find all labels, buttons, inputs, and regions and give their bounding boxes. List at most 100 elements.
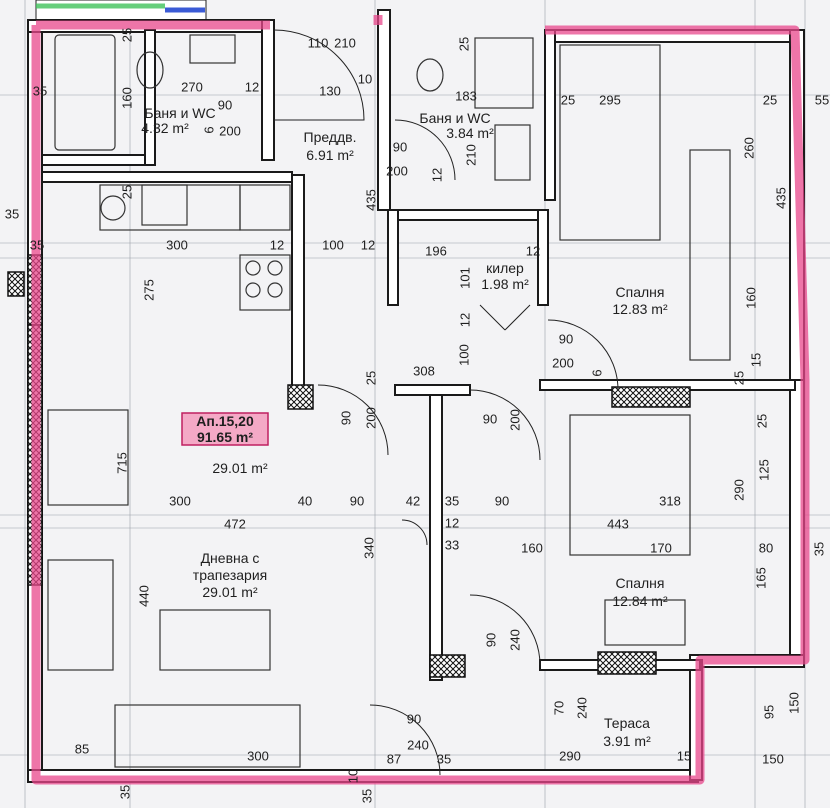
bath1-name: Баня и WC [144,105,215,121]
dimension-label: 25 [119,28,134,42]
dimension-label: 87 [387,751,401,766]
dimension-label: 12 [457,313,472,327]
dimension-label: 55 [815,92,829,107]
dimension-label: 90 [483,633,498,647]
dimension-label: 12 [245,79,259,94]
dimension-label: 318 [659,493,681,508]
dimension-label: 90 [483,411,497,426]
dimension-label: 290 [731,479,746,501]
dimension-label: 90 [350,493,364,508]
dimension-label: 95 [761,705,776,719]
dimension-label: 210 [334,35,356,50]
dimension-label: 12 [445,515,459,530]
furniture [47,34,731,768]
dimension-label: 715 [114,452,129,474]
dimension-label: 435 [363,189,378,211]
dimension-label: 200 [219,123,241,138]
dimension-label: 260 [741,137,756,159]
dimension-label: 35 [117,785,132,799]
dimension-label: 15 [748,353,763,367]
dimension-label: 165 [753,567,768,589]
living-area: 29.01 m² [202,584,258,600]
hall-area: 6.91 m² [306,147,354,163]
dimension-label: 300 [166,237,188,252]
dimension-label: 35 [437,751,451,766]
bath2-area: 3.84 m² [446,125,494,141]
dimension-label: 150 [786,692,801,714]
pantry-name: килер [486,260,524,276]
dimension-label: 150 [762,751,784,766]
dimension-label: 6 [201,126,216,133]
dimension-label: 275 [141,279,156,301]
dimension-label: 440 [136,585,151,607]
dimension-label: 12 [429,168,444,182]
bath1-area: 4.32 m² [141,120,189,136]
dimension-label: 443 [607,516,629,531]
dimension-label: 85 [75,741,89,756]
hall-name: Преддв. [304,129,357,145]
dimension-label: 240 [507,629,522,651]
dimension-label: 196 [425,243,447,258]
bedroom1-name: Спалня [616,284,665,300]
pantry-area: 1.98 m² [481,276,529,292]
dimension-label: 42 [406,493,420,508]
dimension-label: 90 [559,331,573,346]
dimension-label: 90 [407,711,421,726]
dimension-label: 35 [30,237,44,252]
dimension-label: 40 [298,493,312,508]
dimension-label: 101 [457,267,472,289]
unit-title-box [181,412,269,446]
living-name-1: Дневна с [201,550,260,566]
dimension-label: 270 [181,79,203,94]
dimension-label: 130 [319,83,341,98]
dimension-label: 295 [599,92,621,107]
dimension-label: 15 [677,748,691,763]
dimension-label: 35 [33,83,47,98]
unit-title: Ап.15,20 [196,413,254,429]
bedroom1-area: 12.83 m² [612,301,668,317]
dimension-label: 290 [559,748,581,763]
dimension-label: 25 [731,371,746,385]
dimension-label: 90 [338,411,353,425]
bedroom2-area: 12.84 m² [612,593,668,609]
dimension-label: 12 [270,237,284,252]
living-name-2: трапезария [193,567,267,583]
dimension-label: 6 [589,369,604,376]
dimension-label: 90 [393,139,407,154]
bath2-name: Баня и WC [419,110,490,126]
dimension-label: 35 [811,542,826,556]
dimension-label: 240 [574,697,589,719]
door-swings [273,29,619,776]
dimension-label: 33 [445,537,459,552]
dimension-label: 12 [526,243,540,258]
dimension-label: 340 [361,537,376,559]
dimension-label: 25 [754,414,769,428]
unit-outline [31,15,810,785]
dimension-label: 25 [763,92,777,107]
dimension-label: 25 [561,92,575,107]
dimension-label: 200 [507,409,522,431]
terrace-area: 3.91 m² [603,733,651,749]
bedroom2-name: Спалня [616,575,665,591]
dimension-label: 200 [363,407,378,429]
dimension-label: 35 [445,493,459,508]
unit-area: 91.65 m² [197,429,253,445]
dimension-label: 435 [773,187,788,209]
dimension-label: 10 [345,769,360,783]
dimension-label: 100 [456,344,471,366]
dimension-label: 70 [551,701,566,715]
dimension-label: 125 [756,459,771,481]
dimension-label: 160 [521,540,543,555]
dimension-label: 160 [743,287,758,309]
dimension-label: 90 [218,97,232,112]
dimension-label: 300 [247,748,269,763]
dimension-label: 25 [119,185,134,199]
dimension-label: 10 [358,71,372,86]
dimension-label: 100 [322,237,344,252]
dimension-label: 80 [759,540,773,555]
dimension-label: 25 [363,371,378,385]
dimension-label: 110 [308,35,329,50]
room-labels: Баня и WC 4.32 m² Преддв. 6.91 m² Баня и… [141,105,668,749]
